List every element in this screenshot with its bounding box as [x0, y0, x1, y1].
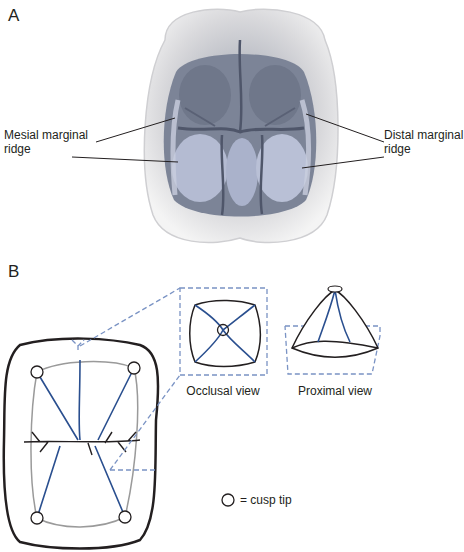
part-label: Distal marginal ridge: [384, 128, 464, 156]
legend-swatch: [220, 492, 236, 508]
legend-text: = cusp tip: [240, 493, 292, 507]
proximal-inset: [292, 286, 378, 357]
legend-item: = cusp tip: [220, 492, 292, 508]
occlusal-inset: [190, 300, 261, 366]
zoom-lines: [72, 288, 380, 470]
leader-lines: [72, 114, 384, 168]
molar-schematic: [4, 339, 158, 549]
panel-letter: B: [8, 262, 38, 282]
panel-letter: A: [8, 6, 38, 26]
molar-occlusal: [144, 9, 338, 242]
part-label: Mesial marginal ridge: [4, 128, 104, 156]
view-caption: Occlusal view: [170, 384, 276, 398]
view-caption: Proximal view: [282, 384, 388, 398]
